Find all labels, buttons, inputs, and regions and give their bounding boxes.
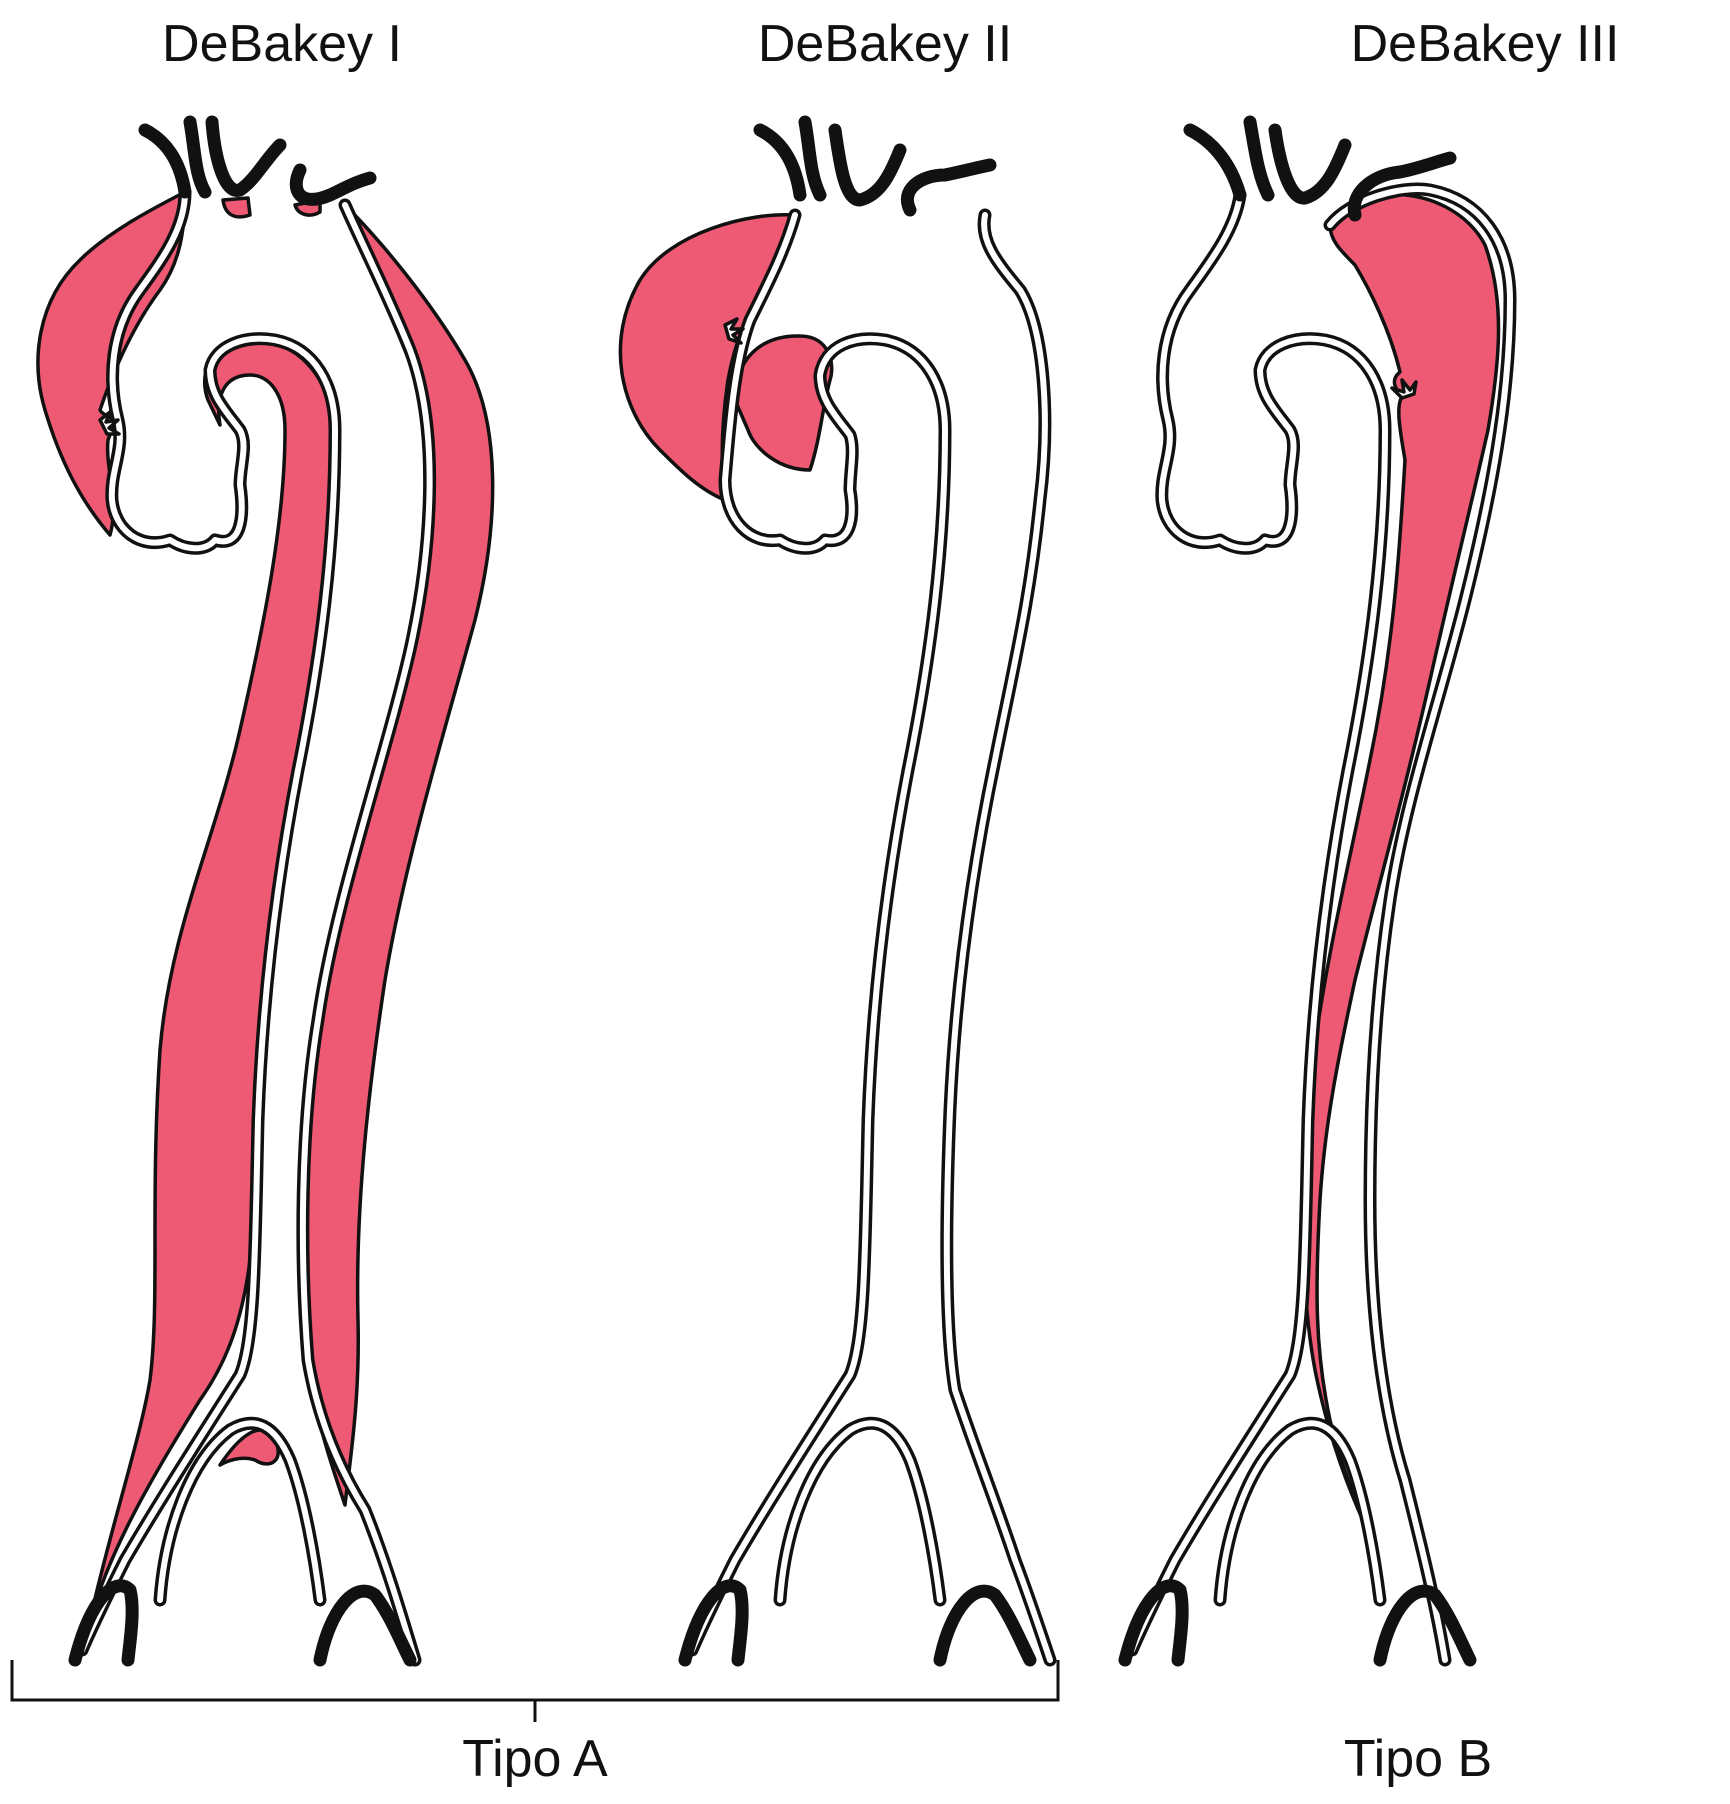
panel-debakey-i [36,115,495,1667]
entry-tear-1 [98,410,121,436]
entry-tear-2 [723,317,745,345]
title-debakey-iii: DeBakey III [1350,15,1620,73]
aorta-outline [68,115,437,1667]
entry-tear-3 [1390,378,1418,400]
panel-debakey-iii [1118,115,1517,1667]
title-debakey-ii: DeBakey II [757,15,1013,73]
aorta-outline [1118,115,1517,1667]
false-lumen-branch-1 [221,196,252,219]
false-lumen-arch-inner [733,334,834,472]
panel-debakey-ii [618,115,1057,1667]
group-label-tipo-a: Tipo A [462,1730,608,1788]
tipo-a-bracket [10,1660,1060,1722]
aorta-outline [678,115,1057,1667]
false-lumen-bifurcation [218,1428,280,1467]
group-label-tipo-b: Tipo B [1343,1730,1493,1788]
title-debakey-i: DeBakey I [162,15,402,73]
